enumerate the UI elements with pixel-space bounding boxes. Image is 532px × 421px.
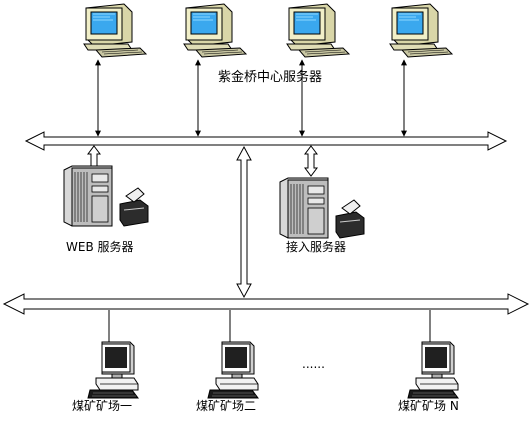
center-workstation-2 <box>183 3 247 58</box>
web-server <box>63 165 149 227</box>
mine1-label: 煤矿矿场一 <box>72 399 132 413</box>
center-workstation-4 <box>389 3 453 58</box>
mineN-label: 煤矿矿场 N <box>398 399 459 413</box>
center-workstation-3 <box>286 3 350 58</box>
web-server-label: WEB 服务器 <box>66 239 134 254</box>
center-server-label: 紫金桥中心服务器 <box>218 69 322 85</box>
mine-workstation-n <box>407 341 459 399</box>
mine2-label: 煤矿矿场二 <box>196 399 256 413</box>
access-server <box>279 177 365 239</box>
web-server-link-arrow <box>87 145 101 167</box>
center-workstation-1 <box>83 3 147 58</box>
field-bus-arrow <box>2 293 530 315</box>
center-bus-arrow <box>24 131 508 151</box>
access-server-link-arrow <box>304 145 318 177</box>
backbone-link-arrow <box>236 145 252 299</box>
ellipsis-label: ...... <box>302 357 325 371</box>
mine-workstation-1 <box>87 341 139 399</box>
access-server-label: 接入服务器 <box>286 239 346 254</box>
mine-workstation-2 <box>207 341 259 399</box>
